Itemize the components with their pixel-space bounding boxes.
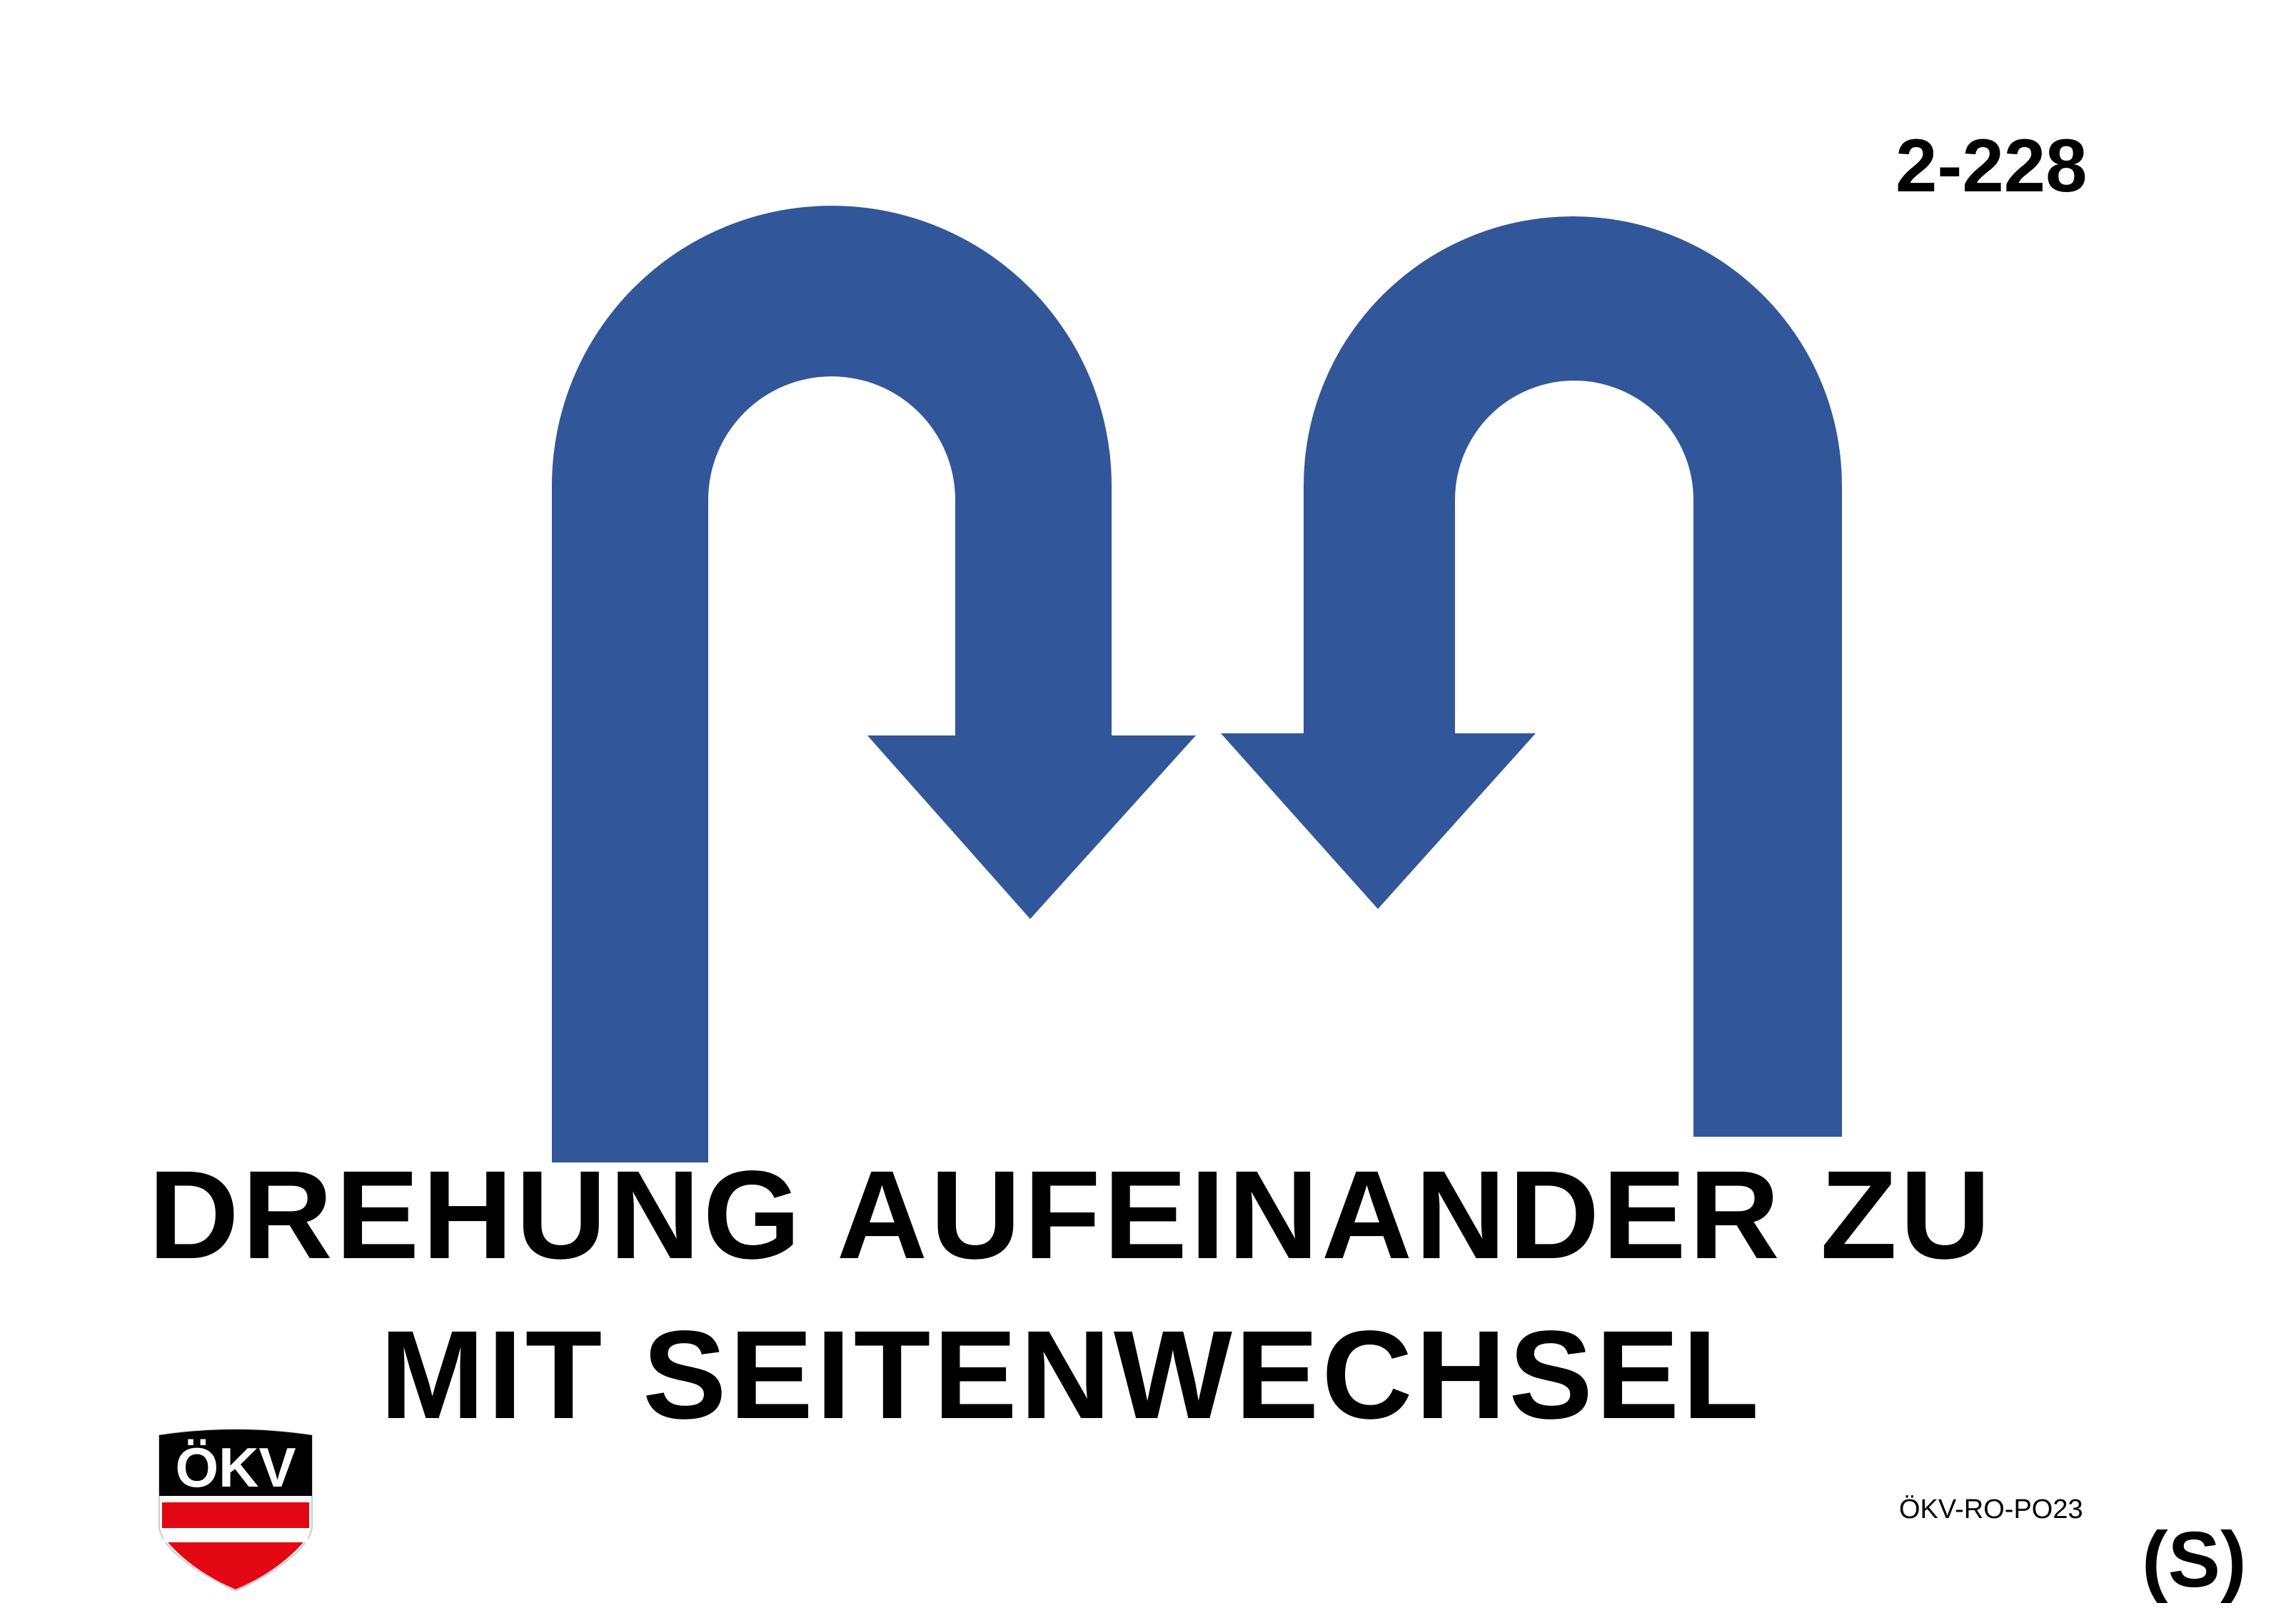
u-turn-left-arrow-icon xyxy=(1221,216,1842,1137)
class-mark: (S) xyxy=(2142,1516,2247,1604)
sign-title-line-1: DREHUNG AUFEINANDER ZU xyxy=(148,1145,1994,1285)
sign-number: 2-228 xyxy=(1895,124,2088,208)
sign-code: ÖKV-RO-PO23 xyxy=(1899,1494,2083,1524)
svg-text:ÖKV: ÖKV xyxy=(175,1436,296,1499)
u-turn-right-arrow-icon xyxy=(552,206,1196,1162)
okv-shield-logo: ÖKV xyxy=(158,1429,313,1592)
sign-title-line-2: MIT SEITENWECHSEL xyxy=(380,1305,1762,1445)
sign-title: DREHUNG AUFEINANDER ZU MIT SEITENWECHSEL xyxy=(0,1135,2142,1455)
